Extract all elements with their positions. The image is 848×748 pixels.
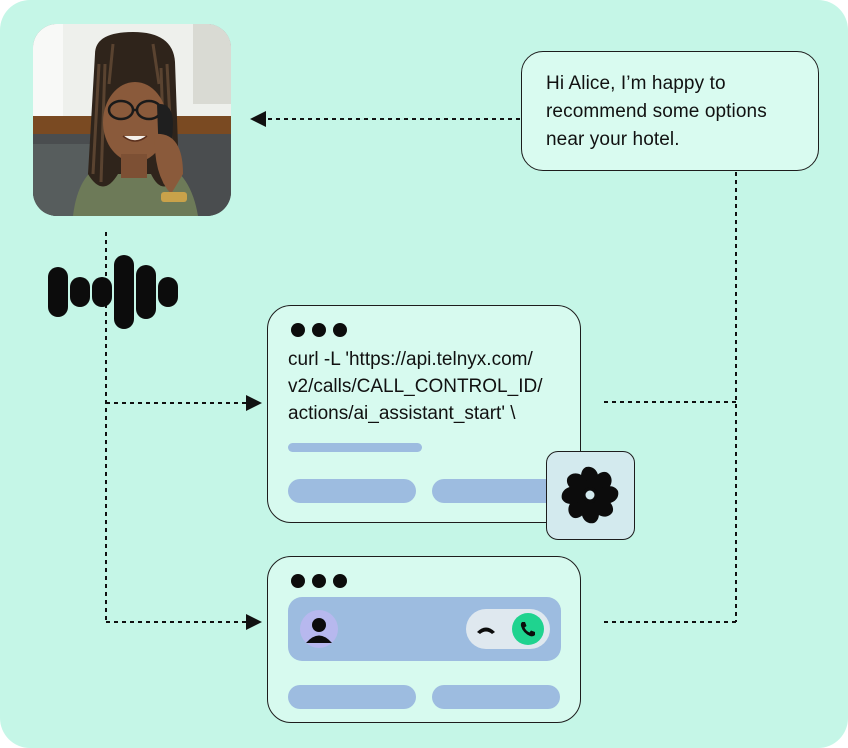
hangup-icon[interactable]: [472, 615, 500, 643]
message-line: recommend some options: [546, 101, 767, 122]
ai-flower-icon: [561, 466, 619, 524]
call-control-card: [267, 556, 581, 723]
placeholder-button: [432, 479, 560, 503]
incoming-call-bar: [288, 597, 561, 661]
window-dot: [333, 323, 347, 337]
api-request-card: curl -L 'https://api.telnyx.com/ v2/call…: [267, 305, 581, 523]
window-dot: [312, 574, 326, 588]
window-dots: [291, 574, 347, 588]
placeholder-button: [288, 479, 416, 503]
code-snippet: curl -L 'https://api.telnyx.com/ v2/call…: [288, 346, 542, 427]
code-line: curl -L 'https://api.telnyx.com/: [288, 349, 533, 370]
ai-icon-tile: [546, 451, 635, 540]
code-line: v2/calls/CALL_CONTROL_ID/: [288, 376, 543, 397]
assistant-message-bubble: Hi Alice, I’m happy to recommend some op…: [521, 51, 819, 171]
window-dot: [291, 323, 305, 337]
user-avatar-icon: [300, 610, 338, 648]
arrowhead-to-api: [246, 395, 262, 411]
window-dot: [312, 323, 326, 337]
window-dots: [291, 323, 347, 337]
assistant-message-text: Hi Alice, I’m happy to recommend some op…: [546, 70, 794, 154]
voice-waveform-icon: [48, 255, 178, 329]
code-line: actions/ai_assistant_start' \: [288, 403, 516, 424]
placeholder-text-bar: [288, 443, 422, 452]
arrowhead-to-call: [246, 614, 262, 630]
window-dot: [291, 574, 305, 588]
call-actions: [466, 609, 550, 649]
arrowhead-to-photo: [250, 111, 266, 127]
message-line: Hi Alice, I’m happy to: [546, 73, 726, 94]
message-line: near your hotel.: [546, 129, 680, 150]
woman-on-phone-photo: [33, 24, 231, 216]
window-dot: [333, 574, 347, 588]
placeholder-button: [288, 685, 416, 709]
answer-call-icon: [520, 622, 535, 637]
placeholder-button: [432, 685, 560, 709]
answer-call-button[interactable]: [512, 613, 544, 645]
caller-photo: [33, 24, 231, 216]
